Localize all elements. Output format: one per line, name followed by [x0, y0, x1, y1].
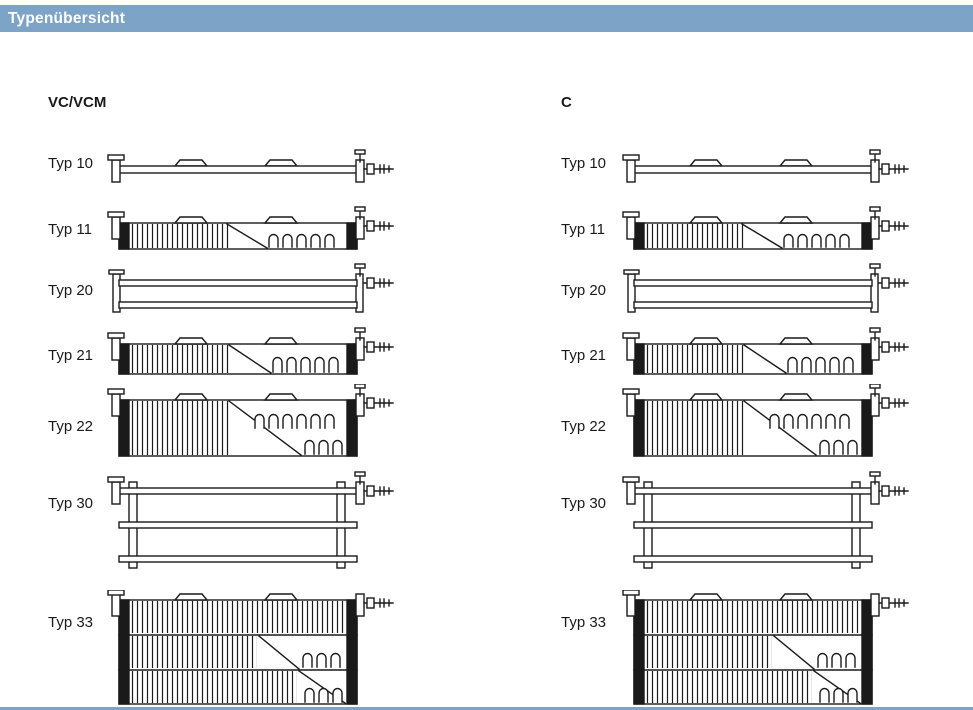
type-row-30: Typ 30 Typ 30 [0, 468, 973, 580]
type-row-21: Typ 21 Typ 21 [0, 326, 973, 384]
type-label-20-c: Typ 20 [561, 281, 607, 299]
radiator-diagram-typ-11-c [620, 203, 920, 255]
type-row-22: Typ 22 Typ 22 [0, 384, 973, 468]
type-label-33-c: Typ 33 [561, 614, 607, 631]
radiator-diagram-typ-30-vcvcm [105, 468, 405, 580]
column-header-c: C [561, 94, 572, 111]
type-label-10-vcvcm: Typ 10 [48, 154, 94, 172]
type-row-20: Typ 20 Typ 20 [0, 262, 973, 318]
type-label-30-c: Typ 30 [561, 495, 607, 512]
type-label-11-c: Typ 11 [561, 220, 605, 238]
type-label-20-vcvcm: Typ 20 [48, 281, 94, 299]
type-label-11-vcvcm: Typ 11 [48, 220, 92, 238]
page-title: Typenübersicht [8, 9, 126, 27]
column-headers: VC/VCM C [0, 94, 973, 112]
type-row-33: Typ 33 Typ 33 [0, 590, 973, 706]
radiator-diagram-typ-10-vcvcm [105, 140, 405, 186]
type-row-10: Typ 10 Typ 10 [0, 140, 973, 186]
type-label-21-vcvcm: Typ 21 [48, 346, 94, 364]
section-header-bar: Typenübersicht [0, 5, 973, 32]
radiator-diagram-typ-10-c [620, 140, 920, 186]
type-label-30-vcvcm: Typ 30 [48, 495, 94, 512]
radiator-diagram-typ-20-vcvcm [105, 262, 405, 318]
radiator-diagram-typ-22-c [620, 384, 920, 468]
bottom-rule [0, 707, 973, 710]
radiator-diagram-typ-21-c [620, 326, 920, 384]
radiator-diagram-typ-33-vcvcm [105, 590, 405, 706]
type-label-22-vcvcm: Typ 22 [48, 417, 94, 435]
type-label-21-c: Typ 21 [561, 346, 607, 364]
radiator-diagram-typ-22-vcvcm [105, 384, 405, 468]
radiator-diagram-typ-33-c [620, 590, 920, 706]
type-row-11: Typ 11 Typ 11 [0, 203, 973, 255]
column-header-vcvcm: VC/VCM [48, 94, 107, 111]
radiator-diagram-typ-11-vcvcm [105, 203, 405, 255]
type-label-33-vcvcm: Typ 33 [48, 614, 94, 631]
type-label-22-c: Typ 22 [561, 417, 607, 435]
radiator-diagram-typ-21-vcvcm [105, 326, 405, 384]
type-label-10-c: Typ 10 [561, 154, 607, 172]
radiator-diagram-typ-20-c [620, 262, 920, 318]
radiator-diagram-typ-30-c [620, 468, 920, 580]
